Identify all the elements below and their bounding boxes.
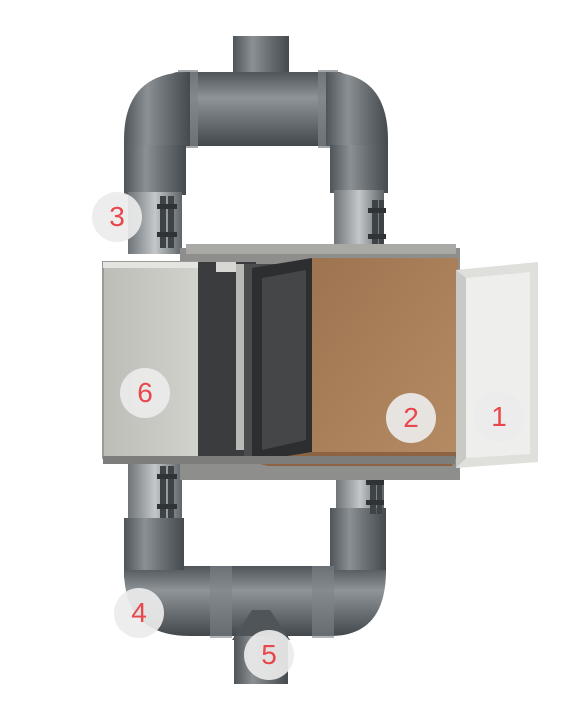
lower-left-clamp — [157, 466, 177, 518]
upper-right-clamp — [368, 200, 386, 250]
upper-left-clamp — [157, 196, 177, 248]
top-left-elbow — [124, 72, 190, 150]
top-horizontal-pipe — [168, 70, 348, 148]
housing-base-edge — [103, 456, 455, 464]
label-badge-2: 2 — [386, 393, 436, 443]
label-badge-1: 1 — [474, 392, 524, 442]
label-badge-3: 3 — [92, 192, 142, 242]
label-badge-4: 4 — [114, 588, 164, 638]
bottom-horizontal-pipe — [124, 566, 386, 638]
top-right-elbow — [326, 72, 388, 150]
housing-side-panel — [102, 261, 200, 459]
label-badge-5: 5 — [244, 630, 294, 680]
label-badge-6: 6 — [120, 368, 170, 418]
lower-right-clamp — [366, 474, 384, 514]
